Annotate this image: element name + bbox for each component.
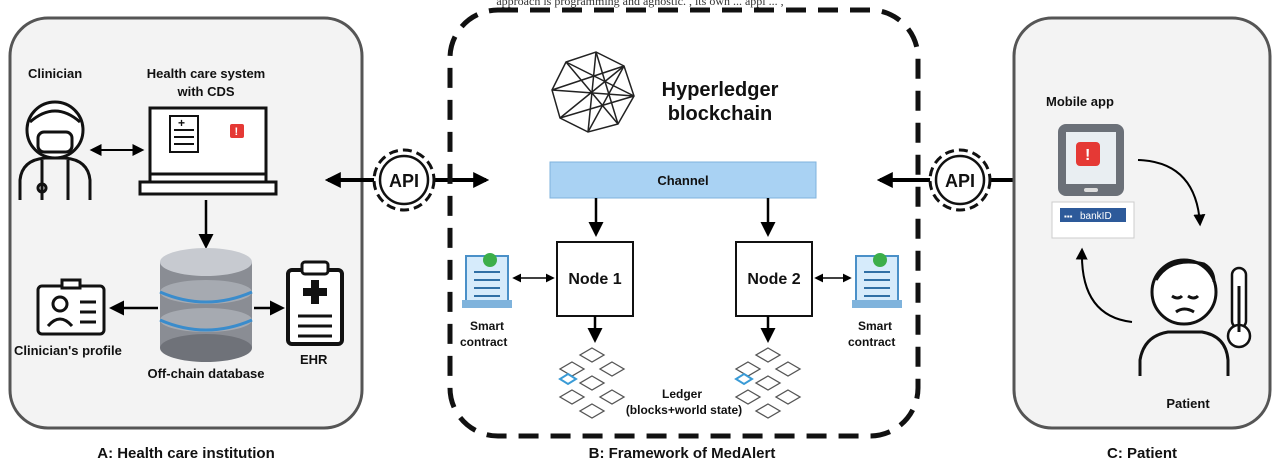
smart-contract-right-line1: Smart	[858, 319, 892, 333]
profile-card-icon	[36, 278, 106, 336]
smart-contract-icon-left	[462, 253, 512, 308]
framework-title-line2: blockchain	[668, 103, 772, 125]
svg-text:!: !	[1085, 147, 1090, 164]
smart-contract-left-line2: contract	[460, 335, 507, 349]
caption-a: A: Health care institution	[97, 445, 275, 462]
ledger-blocks-icon-right	[734, 347, 802, 419]
ledger-label-line1: Ledger	[662, 387, 702, 401]
computer-icon: + !	[138, 106, 278, 196]
database-label: Off-chain database	[147, 366, 264, 381]
thermometer-icon	[1226, 266, 1252, 349]
panel-framework	[447, 7, 921, 439]
arrow-patient-phone	[1075, 247, 1133, 323]
api-gear-icon-right	[928, 148, 992, 212]
hcs-label-line1: Health care system	[147, 66, 266, 81]
ledger-blocks-icon-left	[558, 347, 626, 419]
header-fragment: approach is programming and agnostic. , …	[496, 0, 784, 8]
ehr-label: EHR	[300, 352, 328, 367]
ledger-label-line2: (blocks+world state)	[626, 403, 742, 417]
api-gear-icon-left	[372, 148, 436, 212]
mobile-app-label: Mobile app	[1046, 94, 1114, 109]
framework-title-line1: Hyperledger	[662, 79, 779, 101]
svg-text:+: +	[178, 116, 185, 130]
database-icon	[159, 248, 253, 362]
caption-c: C: Patient	[1107, 445, 1177, 462]
clinician-icon	[18, 100, 92, 200]
patient-label: Patient	[1166, 396, 1210, 411]
api-label-right: API	[945, 171, 975, 191]
hyperledger-logo-icon	[551, 51, 635, 133]
bankid-label: bankID	[1080, 211, 1112, 222]
smart-contract-icon-right	[852, 253, 902, 308]
node2-label: Node 2	[747, 271, 800, 288]
smart-contract-left-line1: Smart	[470, 319, 504, 333]
node2-box	[735, 241, 813, 317]
clinician-label: Clinician	[28, 66, 82, 81]
bankid-badge: ▪▪▪	[1051, 201, 1135, 239]
channel-bar	[549, 161, 817, 199]
svg-text:!: !	[235, 126, 239, 138]
svg-text:▪▪▪: ▪▪▪	[1064, 212, 1073, 221]
hcs-label-line2: with CDS	[176, 84, 234, 99]
api-label-left: API	[389, 171, 419, 191]
ehr-icon	[286, 260, 344, 346]
panel-patient	[1012, 16, 1272, 430]
mobile-phone-icon: !	[1058, 124, 1124, 196]
smart-contract-right-line2: contract	[848, 335, 895, 349]
node1-label: Node 1	[568, 271, 621, 288]
profile-label: Clinician's profile	[14, 343, 122, 358]
caption-b: B: Framework of MedAlert	[589, 445, 776, 462]
patient-icon	[1138, 258, 1230, 376]
arrow-phone-patient	[1137, 159, 1206, 227]
channel-label: Channel	[657, 173, 708, 188]
node1-box	[556, 241, 634, 317]
